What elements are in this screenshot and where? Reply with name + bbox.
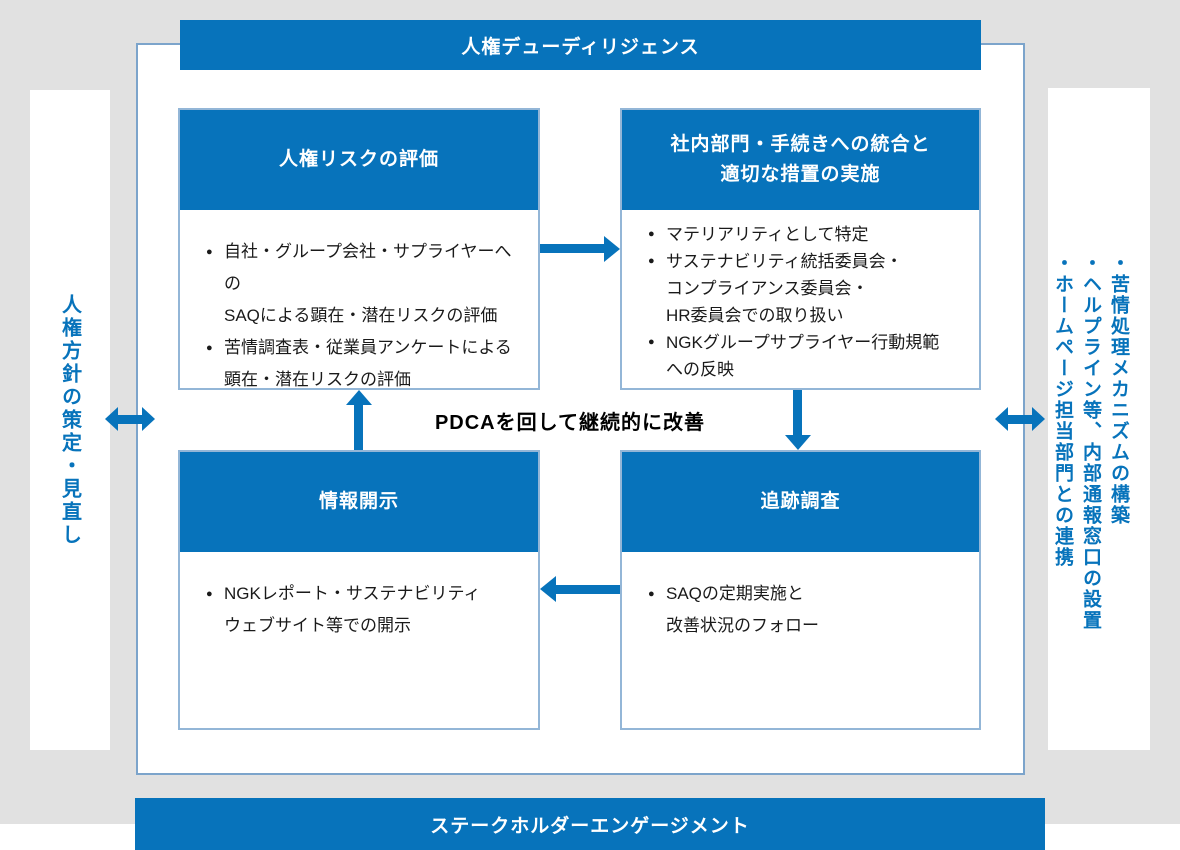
bullet-text: SAQの定期実施と 改善状況のフォロー	[666, 584, 819, 635]
node-integration-measures: 社内部門・手続きへの統合と 適切な措置の実施 ● マテリアリティとして特定 ● サステ…	[620, 108, 981, 390]
vertical-list-item: ・ホームページ担当部門との連携	[1052, 253, 1073, 568]
tracking-bullet-list: ● SAQの定期実施と 改善状況のフォロー	[648, 578, 963, 642]
node-tracking-survey: 追跡調査 ● SAQの定期実施と 改善状況のフォロー	[620, 450, 981, 730]
bullet-icon: ●	[648, 336, 655, 348]
node-title-assessment: 人権リスクの評価	[180, 110, 538, 210]
node-title-integration: 社内部門・手続きへの統合と 適切な措置の実施	[622, 110, 979, 210]
vertical-list-item: ・ヘルプライン等、内部通報窓口の設置	[1080, 253, 1101, 631]
bullet-icon: ●	[206, 588, 213, 600]
bullet-item: ● SAQの定期実施と 改善状況のフォロー	[648, 578, 963, 642]
disclosure-bullet-list: ● NGKレポート・サステナビリティ ウェブサイト等での開示	[206, 578, 522, 642]
bullet-icon: ●	[648, 255, 655, 267]
bullet-item: ● NGKレポート・サステナビリティ ウェブサイト等での開示	[206, 578, 522, 642]
panel-grievance-mechanism: ・苦情処理メカニズムの構築・ヘルプライン等、内部通報窓口の設置・ホームページ担当…	[1048, 88, 1150, 750]
panel-policy-formulation: 人権方針の策定・見直し	[30, 90, 110, 750]
node-body-disclosure: ● NGKレポート・サステナビリティ ウェブサイト等での開示	[180, 552, 538, 642]
bullet-item: ● 自社・グループ会社・サプライヤーへの SAQによる顕在・潜在リスクの評価	[206, 236, 522, 332]
vertical-list-item: ・苦情処理メカニズムの構築	[1108, 253, 1129, 526]
top-banner-label: 人権デューディリジェンス	[461, 36, 700, 58]
bullet-item: ● サステナビリティ統括委員会・ コンプライアンス委員会・ HR委員会での取り扱い	[648, 248, 963, 329]
bullet-text: NGKグループサプライヤー行動規範 への反映	[666, 333, 940, 379]
bullet-item: ● マテリアリティとして特定	[648, 221, 963, 248]
top-banner-title: 人権デューディリジェンス	[180, 20, 981, 70]
bottom-banner-title: ステークホルダーエンゲージメント	[135, 798, 1045, 850]
assessment-bullet-list: ● 自社・グループ会社・サプライヤーへの SAQによる顕在・潜在リスクの評価 ● 苦情…	[206, 236, 522, 396]
pdca-cycle-label: PDCAを回して継続的に改善	[434, 412, 706, 434]
node-title-disclosure: 情報開示	[180, 452, 538, 552]
bullet-icon: ●	[648, 228, 655, 240]
bullet-text: マテリアリティとして特定	[666, 225, 869, 244]
grievance-mechanism-list: ・苦情処理メカニズムの構築・ヘルプライン等、内部通報窓口の設置・ホームページ担当…	[1048, 88, 1142, 750]
node-body-tracking: ● SAQの定期実施と 改善状況のフォロー	[622, 552, 979, 642]
bullet-text: サステナビリティ統括委員会・ コンプライアンス委員会・ HR委員会での取り扱い	[666, 252, 903, 325]
policy-formulation-label: 人権方針の策定・見直し	[58, 293, 81, 547]
node-human-rights-risk-assessment: 人権リスクの評価 ● 自社・グループ会社・サプライヤーへの SAQによる顕在・潜在…	[178, 108, 540, 390]
node-body-assessment: ● 自社・グループ会社・サプライヤーへの SAQによる顕在・潜在リスクの評価 ● 苦情…	[180, 210, 538, 396]
bullet-text: 苦情調査表・従業員アンケートによる 顕在・潜在リスクの評価	[224, 338, 512, 389]
bullet-item: ● NGKグループサプライヤー行動規範 への反映	[648, 329, 963, 383]
bullet-icon: ●	[206, 342, 213, 354]
bullet-text: 自社・グループ会社・サプライヤーへの SAQによる顕在・潜在リスクの評価	[224, 242, 512, 325]
node-information-disclosure: 情報開示 ● NGKレポート・サステナビリティ ウェブサイト等での開示	[178, 450, 540, 730]
node-body-integration: ● マテリアリティとして特定 ● サステナビリティ統括委員会・ コンプライアンス委員会…	[622, 210, 979, 383]
bottom-banner-label: ステークホルダーエンゲージメント	[430, 815, 750, 837]
bullet-text: NGKレポート・サステナビリティ ウェブサイト等での開示	[224, 584, 481, 635]
bullet-icon: ●	[206, 246, 213, 258]
node-title-tracking: 追跡調査	[622, 452, 979, 552]
bullet-icon: ●	[648, 588, 655, 600]
bullet-item: ● 苦情調査表・従業員アンケートによる 顕在・潜在リスクの評価	[206, 332, 522, 396]
integration-bullet-list: ● マテリアリティとして特定 ● サステナビリティ統括委員会・ コンプライアンス委員会…	[648, 221, 963, 383]
